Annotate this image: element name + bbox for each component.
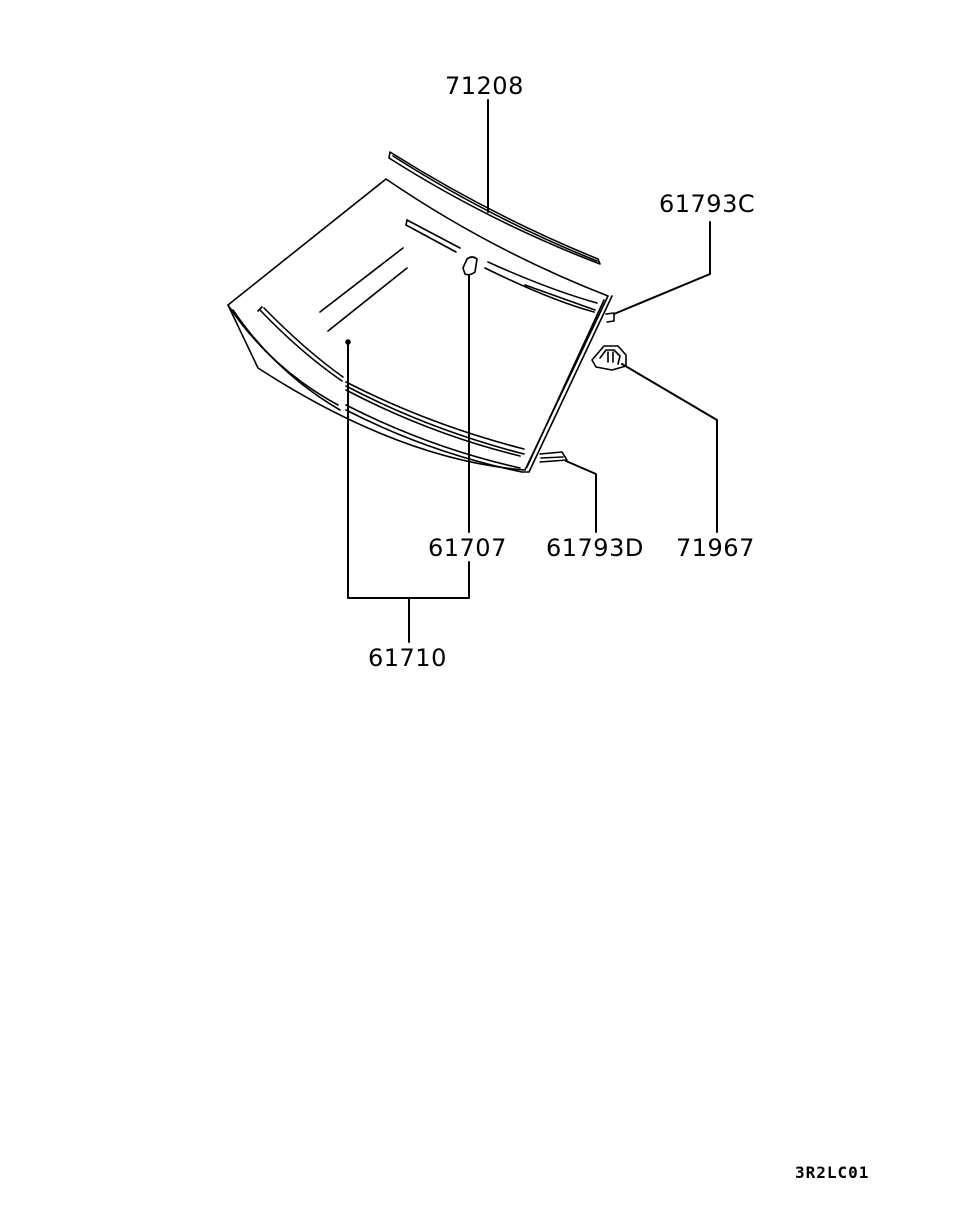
mirror-mount-part [462, 256, 478, 276]
leader-lines [347, 99, 718, 643]
leader-61793C [613, 221, 711, 315]
part-label-61707[interactable]: 61707 [428, 534, 507, 562]
part-label-71967[interactable]: 71967 [676, 534, 755, 562]
fastener-clip-part [591, 345, 627, 371]
lower-clip-part [539, 451, 568, 463]
drawing-code: 3R2LC01 [795, 1163, 870, 1182]
leader-61793D [565, 460, 597, 533]
windshield-glass-part [227, 178, 613, 473]
part-label-71208[interactable]: 71208 [445, 72, 524, 100]
leader-61710 [347, 341, 470, 643]
part-label-61710[interactable]: 61710 [368, 644, 447, 672]
side-clip-part [605, 312, 615, 323]
upper-molding-part [388, 151, 601, 265]
leader-71967 [621, 363, 718, 533]
part-label-61793D[interactable]: 61793D [546, 534, 644, 562]
part-label-61793C[interactable]: 61793C [659, 190, 756, 218]
